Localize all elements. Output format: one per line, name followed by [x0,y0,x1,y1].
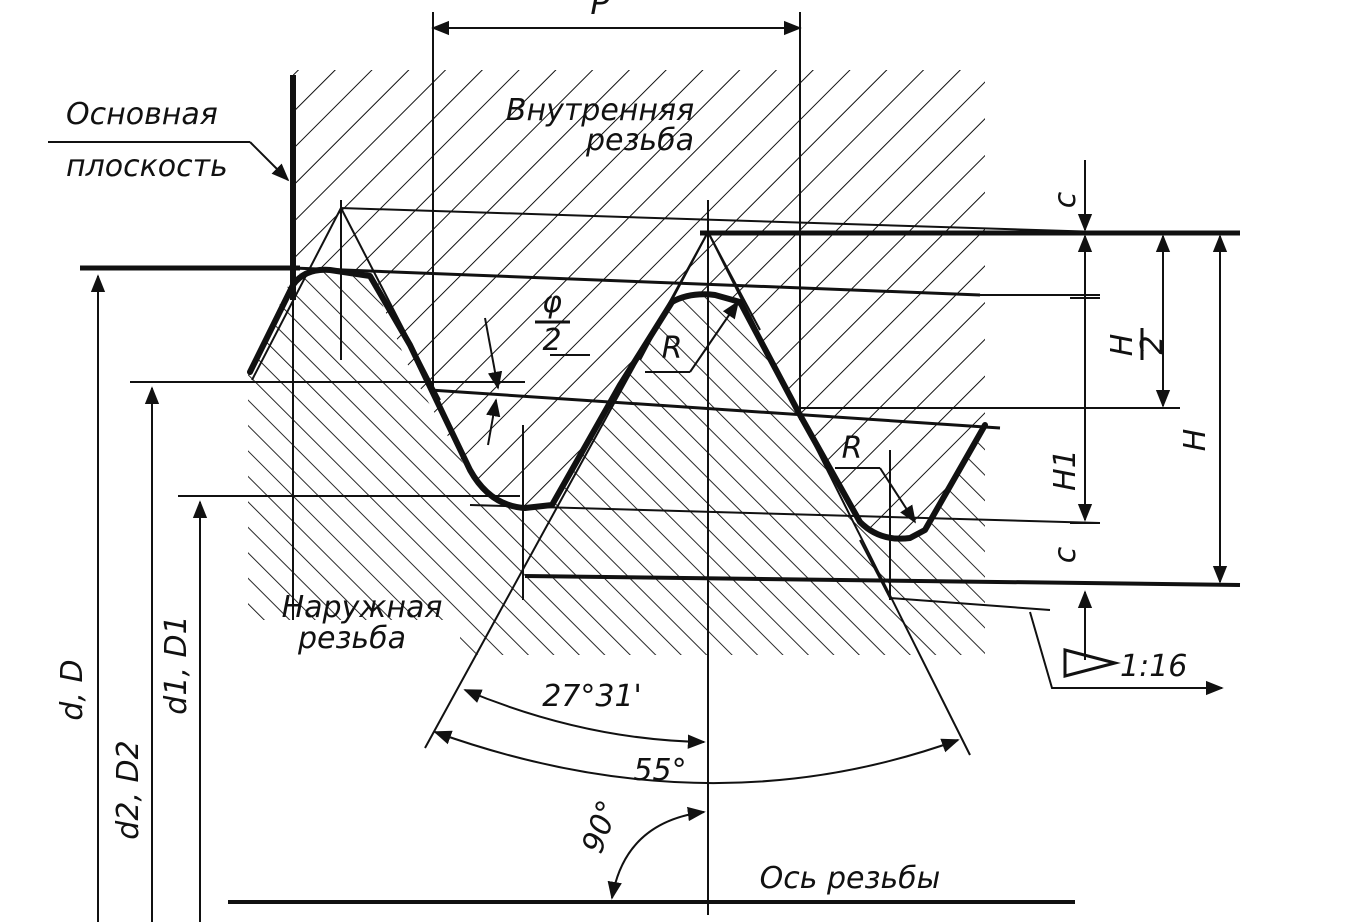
taper-label: 1:16 [1120,649,1187,684]
basic-plane-pointer [249,141,290,182]
angle-right-label: 90° [576,796,627,858]
internal-thread-label-2: резьба [585,123,694,158]
dim-c-top-label: c [1048,191,1083,208]
dim-h-half-den-label: 2 [1135,335,1170,354]
basic-plane-label-2: плоскость [66,149,228,184]
angle-arc-right [607,806,706,900]
internal-thread-label-1: Внутренняя [506,93,694,128]
radius-pointer-bottom [879,467,916,524]
dim-h1-label: H1 [1048,449,1083,491]
dim-h-label: H [1178,429,1213,452]
dim-c-bottom-label: c [1048,546,1083,563]
radius-label-bottom: R [842,431,863,466]
taper-line-4 [429,388,1001,430]
external-thread-label-1: Наружная [282,590,443,625]
dia-major-label: d, D [55,659,90,720]
sharp-flank-1 [251,207,342,381]
sharp-root-line [859,539,891,599]
dia-minor-label: d1, D1 [159,615,194,714]
angle-extension-left [424,231,709,749]
radius-label-top: R [662,331,683,366]
sharp-flank-2 [340,207,441,401]
half-angle-arrow-1 [484,317,503,390]
taper-leader [1029,611,1224,696]
thread-axis-label: Ось резьбы [760,861,941,896]
angle-extension-right [707,231,971,756]
half-angle-numerator: φ [542,285,562,320]
taper-line-7 [889,597,1051,611]
half-angle-denominator: 2 [542,323,561,358]
basic-plane-label-1: Основная [66,97,218,132]
angle-half-label: 27°31' [542,679,642,714]
angle-full-label: 55° [633,753,686,788]
taper-triangle-icon [1063,648,1121,678]
taper-line-6 [469,504,1101,524]
dim-h-half-label: H [1105,334,1140,357]
angle-arc-full [433,730,960,785]
pitch-label: P [590,0,610,22]
external-thread-label-2: резьба [297,621,406,656]
half-angle-arrow-2 [486,398,501,446]
radius-pointer-top [689,300,740,373]
taper-line-1 [339,207,1101,233]
taper-line-2 [292,266,981,297]
dia-pitch-label: d2, D2 [111,740,146,839]
